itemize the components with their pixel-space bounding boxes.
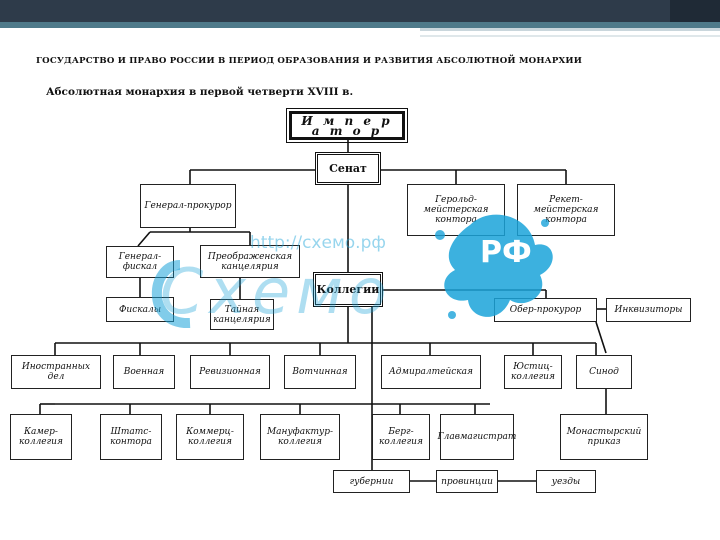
general-fiscal-box: Генерал-фискал (106, 246, 174, 278)
guberniya-box: губернии (333, 470, 410, 493)
reketmeister-office-box: Рекет-мейстерская контора (517, 184, 615, 236)
foreign-affairs-college-box: Иностранных дел (11, 355, 101, 389)
preobrazhensky-chancery-box: Преображенская канцелярия (200, 245, 300, 278)
admiralty-college-box: Адмиралтейская (381, 355, 481, 389)
slide-subtitle: Абсолютная монархия в первой четверти XV… (46, 86, 354, 98)
header-stripe (420, 35, 720, 37)
justice-college-box: Юстиц-коллегия (504, 355, 562, 389)
synod-box: Синод (576, 355, 632, 389)
header-accent-band (0, 22, 720, 28)
monastery-office-box: Монастырский приказ (560, 414, 648, 460)
slide-header-bar (0, 0, 720, 37)
commerce-college-box: Коммерц-коллегия (176, 414, 244, 460)
kamer-college-box: Камер-коллегия (10, 414, 72, 460)
inquisitors-box: Инквизиторы (606, 298, 691, 322)
manufacture-college-box: Мануфактур-коллегия (260, 414, 340, 460)
emperor-box: И м п е р а т о р (286, 108, 408, 143)
shtats-office-box: Штатс-контора (100, 414, 162, 460)
heraldmaster-office-box: Герольд-мейстерская контора (407, 184, 505, 236)
berg-college-box: Берг-коллегия (372, 414, 430, 460)
slide-title: Государство и право России в период обра… (36, 56, 583, 66)
revision-college-box: Ревизионная (190, 355, 270, 389)
uezdy-box: уезды (536, 470, 596, 493)
header-corner-block (670, 0, 720, 22)
kollegii-box: Коллегии (313, 272, 383, 307)
votchina-college-box: Вотчинная (284, 355, 356, 389)
header-stripe (420, 28, 720, 31)
glavmagistrat-box: Главмагистрат (438, 414, 516, 460)
senate-box: Сенат (315, 152, 381, 185)
fiscals-box: Фискалы (106, 297, 174, 322)
prosecutor-general-box: Генерал-прокурор (140, 184, 236, 228)
military-college-box: Военная (113, 355, 175, 389)
ober-prosecutor-box: Обер-прокурор (494, 298, 597, 322)
provinces-box: провинции (436, 470, 498, 493)
secret-chancery-box: Тайная канцелярия (210, 299, 274, 330)
